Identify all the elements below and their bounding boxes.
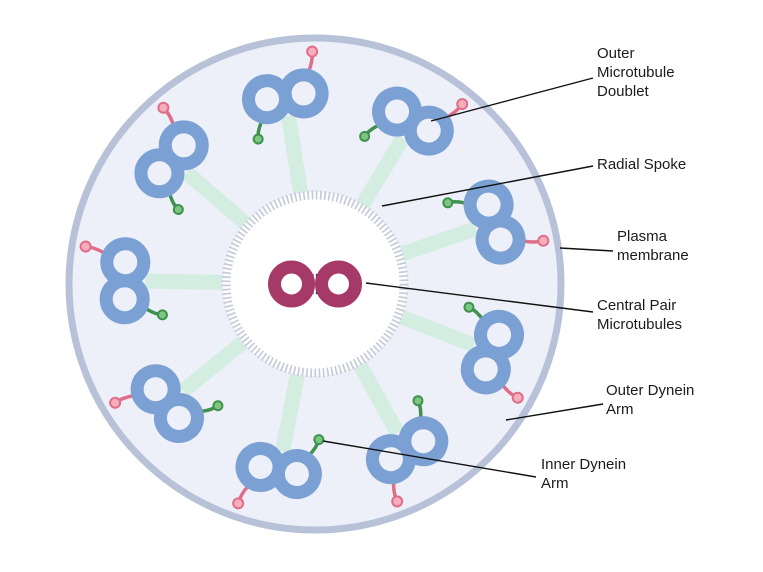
microtubule-doublet — [359, 86, 469, 156]
microtubule-doublet — [365, 395, 449, 508]
doublet-ring — [100, 237, 151, 288]
outer-dynein-arm-tip — [79, 240, 92, 253]
outer-dynein-arm-tip — [109, 396, 122, 409]
outer-dynein-arm-tip — [537, 234, 550, 247]
microtubule-doublet — [79, 237, 168, 325]
inner-dynein-arm-tip — [313, 434, 325, 446]
radial-spoke — [144, 273, 223, 290]
microtubule-doublet — [109, 364, 224, 443]
leader-outer-dynein-arm — [505, 403, 604, 421]
leader-plasma-membrane — [559, 247, 614, 252]
radial-spoke — [275, 373, 305, 453]
inner-dynein-arm-tip — [156, 309, 168, 321]
inner-sheath-ring — [221, 190, 409, 378]
doublet-ring — [460, 344, 511, 395]
radial-spoke — [280, 114, 308, 194]
inner-dynein-arm-tip — [359, 130, 371, 142]
label-inner-dynein-arm: Inner Dynein Arm — [541, 456, 627, 492]
doublet-ring — [475, 214, 526, 265]
microtubule-doublet — [232, 434, 325, 510]
leader-central-pair-microtubules — [365, 282, 594, 313]
doublet-ring — [158, 120, 209, 171]
microtubule-doublet — [134, 101, 209, 216]
label-outer-microtubule-doublet: Outer Microtubule Doublet — [597, 45, 675, 100]
central-pair-microtubule — [268, 260, 315, 308]
leader-inner-dynein-arm — [322, 440, 537, 478]
outer-dynein-arm-tip — [391, 495, 404, 508]
leader-outer-microtubule-doublet — [430, 77, 594, 122]
label-outer-dynein-arm: Outer Dynein Arm — [606, 382, 695, 418]
inner-dynein-arm-tip — [412, 395, 424, 407]
inner-dynein-arm-tip — [442, 197, 454, 209]
outer-dynein-arm-tip — [456, 98, 469, 111]
doublet-ring — [403, 105, 454, 156]
inner-dynein-arm-tip — [463, 301, 475, 313]
radial-spoke — [178, 336, 248, 397]
radial-spoke — [353, 361, 404, 437]
radial-spoke — [400, 221, 479, 261]
label-plasma-membrane: Plasma membrane — [617, 228, 689, 264]
doublet-ring — [130, 364, 181, 415]
inner-dynein-arm-tip — [172, 204, 184, 216]
outer-dynein-arm-tip — [511, 391, 524, 404]
outer-dynein-arm-tip — [157, 101, 170, 114]
doublet-ring — [365, 434, 416, 485]
outer-dynein-arm-tip — [232, 497, 245, 510]
inner-dynein-arm-tip — [212, 400, 224, 412]
leader-radial-spoke — [381, 165, 594, 207]
label-central-pair-microtubules: Central Pair Microtubules — [597, 297, 683, 333]
doublet-ring — [278, 68, 329, 119]
central-pair-microtubule — [315, 260, 362, 308]
radial-spoke — [356, 134, 410, 209]
microtubule-doublet — [460, 301, 525, 404]
radial-spoke — [181, 166, 250, 229]
doublet-ring — [235, 441, 286, 492]
inner-dynein-arm-tip — [252, 133, 264, 145]
radial-spoke — [399, 310, 477, 352]
outer-dynein-arm-tip — [306, 45, 319, 58]
microtubule-doublet — [242, 45, 329, 145]
label-radial-spoke: Radial Spoke — [597, 156, 687, 173]
